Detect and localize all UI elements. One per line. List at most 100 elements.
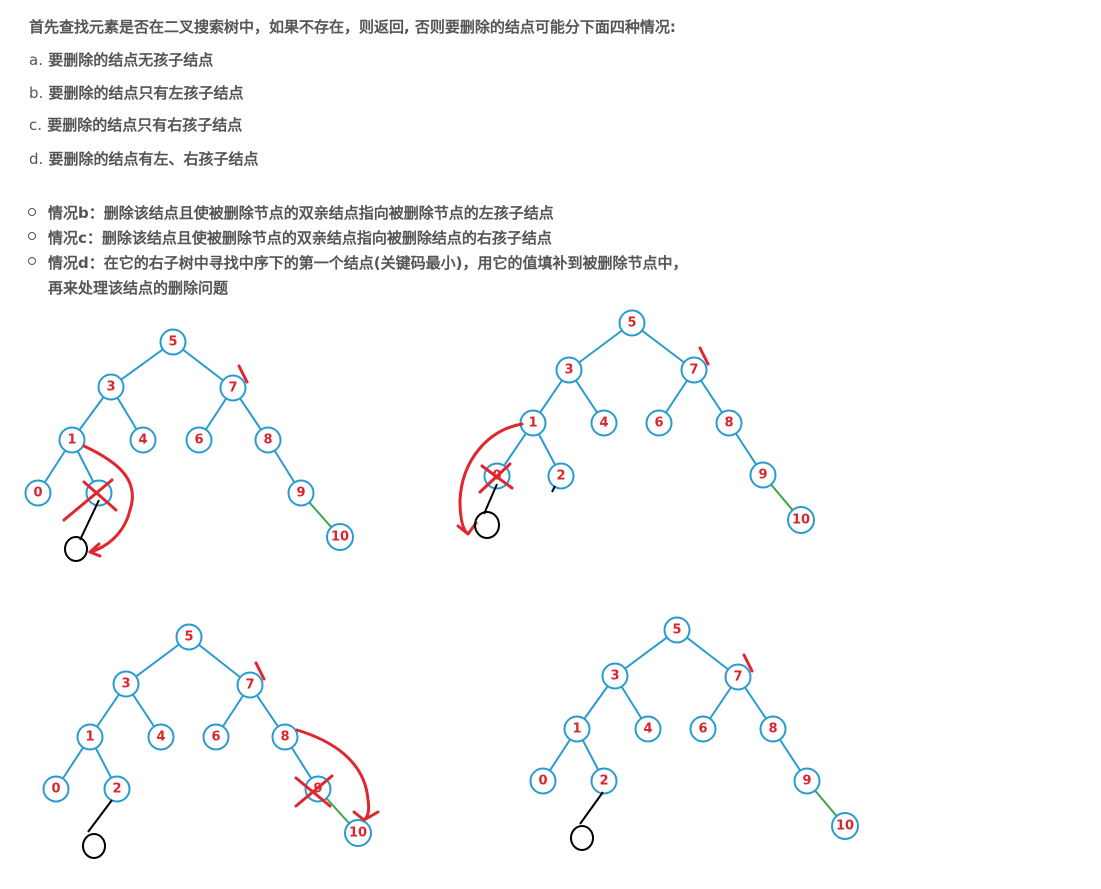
bullet-marker-b — [28, 208, 36, 216]
tree3-node: 7 — [236, 671, 264, 699]
tree1-node: 3 — [97, 373, 125, 401]
node-circle — [42, 775, 70, 803]
bullet-marker-d — [28, 257, 36, 265]
node-circle — [759, 715, 787, 743]
node-circle — [76, 723, 104, 751]
node-circle — [24, 479, 52, 507]
node-label: 6 — [654, 416, 663, 431]
node-label: 5 — [168, 335, 177, 350]
node-label: 2 — [556, 469, 565, 484]
tree2-node: 7 — [680, 356, 708, 384]
case-a-text: 要删除的结点无孩子结点 — [48, 51, 214, 69]
node-label: 7 — [228, 381, 237, 396]
tree4-node: 9 — [793, 767, 821, 795]
node-circle — [590, 409, 618, 437]
tree3-node: 4 — [147, 723, 175, 751]
tree1-node: 5 — [159, 328, 187, 356]
node-circle — [601, 662, 629, 690]
tree3-node: 0 — [42, 775, 70, 803]
node-circle — [715, 409, 743, 437]
case-d: d. 要删除的结点有左、右孩子结点 — [29, 148, 259, 169]
case-c-prefix: c. — [29, 116, 43, 134]
bullet-marker-c — [28, 232, 36, 240]
node-label: 1 — [528, 416, 537, 431]
new-link-line — [87, 799, 113, 833]
node-circle — [689, 715, 717, 743]
node-label: 4 — [599, 416, 608, 431]
empty-node-marker — [82, 833, 106, 859]
node-circle — [175, 623, 203, 651]
new-link-line — [483, 483, 498, 515]
node-circle — [344, 819, 372, 847]
node-label: 1 — [67, 433, 76, 448]
node-circle — [271, 723, 299, 751]
node-label: 8 — [280, 730, 289, 745]
case-a: a. 要删除的结点无孩子结点 — [29, 49, 213, 70]
node-label: 7 — [733, 670, 742, 685]
tree2-node: 6 — [645, 409, 673, 437]
tree2-node: 2 — [547, 462, 575, 490]
delete-mark-x — [478, 462, 514, 494]
node-label: 10 — [792, 513, 810, 528]
node-circle — [236, 671, 264, 699]
node-label: 3 — [106, 380, 115, 395]
node-label: 5 — [672, 623, 681, 638]
tree2-node: 5 — [618, 309, 646, 337]
move-arrow — [295, 728, 380, 822]
intro-text: 首先查找元素是否在二叉搜索树中，如果不存在，则返回, 否则要删除的结点可能分下面… — [29, 18, 676, 36]
node-circle — [112, 670, 140, 698]
tree4-node: 7 — [724, 663, 752, 691]
node-label: 1 — [572, 722, 581, 737]
empty-node-marker — [474, 511, 500, 539]
node-label: 2 — [599, 774, 608, 789]
tree4-node: 3 — [601, 662, 629, 690]
empty-node-marker — [64, 536, 88, 562]
node-label: 10 — [331, 530, 349, 545]
node-label: 3 — [121, 677, 130, 692]
node-label: 2 — [112, 782, 121, 797]
tree3-node: 5 — [175, 623, 203, 651]
node-label: 0 — [538, 774, 547, 789]
case-d-text: 要删除的结点有左、右孩子结点 — [48, 150, 259, 168]
node-circle — [185, 426, 213, 454]
node-label: 4 — [156, 730, 165, 745]
tree4-node: 0 — [529, 767, 557, 795]
case-d-prefix: d. — [29, 150, 44, 168]
case-c-text: 要删除的结点只有右孩子结点 — [47, 116, 243, 134]
tree1-node: 9 — [287, 479, 315, 507]
node-label: 3 — [564, 363, 573, 378]
new-link-line — [579, 791, 604, 825]
node-label: 0 — [51, 782, 60, 797]
node-circle — [634, 715, 662, 743]
tree1-node: 1 — [58, 426, 86, 454]
node-label: 7 — [689, 363, 698, 378]
tree2-node: 8 — [715, 409, 743, 437]
tree3-node: 6 — [202, 723, 230, 751]
node-label: 4 — [138, 433, 147, 448]
tree1-node: 6 — [185, 426, 213, 454]
bullet-case-b: 情况b：删除该结点且使被删除节点的双亲结点指向被删除节点的左孩子结点 — [48, 204, 554, 222]
tree4-node: 2 — [590, 767, 618, 795]
node-circle — [663, 616, 691, 644]
node-circle — [547, 462, 575, 490]
node-label: 9 — [802, 774, 811, 789]
tree1-node: 8 — [254, 426, 282, 454]
tree4-node: 10 — [831, 812, 859, 840]
node-circle — [563, 715, 591, 743]
node-circle — [680, 356, 708, 384]
tree3-node: 2 — [103, 775, 131, 803]
tick-mark — [237, 364, 249, 384]
node-circle — [202, 723, 230, 751]
delete-mark-x — [294, 774, 334, 808]
node-label: 9 — [296, 486, 305, 501]
node-label: 6 — [698, 722, 707, 737]
node-circle — [326, 523, 354, 551]
node-label: 7 — [245, 678, 254, 693]
move-arrow — [82, 444, 134, 558]
node-circle — [590, 767, 618, 795]
tree2-node: 10 — [787, 506, 815, 534]
tick-mark — [254, 661, 266, 681]
